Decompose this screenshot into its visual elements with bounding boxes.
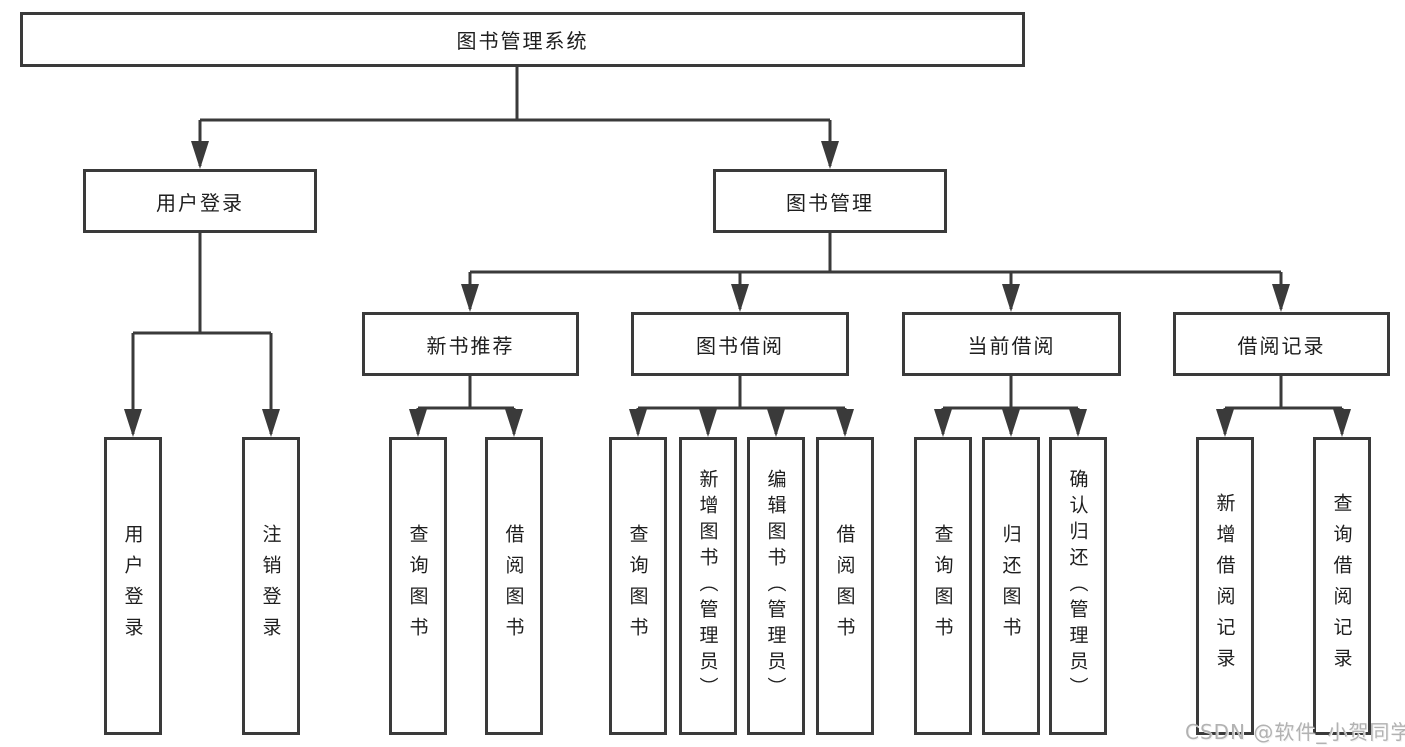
node-label: 查询图书 (626, 524, 649, 648)
node-new-book-recommendation: 新书推荐 (362, 312, 579, 376)
node-label: 查询图书 (406, 524, 429, 648)
leaf-edit-books-admin: 编辑图书（管理员） (747, 437, 805, 735)
node-label: 图书管理系统 (456, 29, 589, 53)
node-label: 注销登录 (259, 524, 282, 648)
leaf-query-books-current: 查询图书 (914, 437, 972, 735)
node-label: 新书推荐 (426, 333, 515, 358)
node-label: 查询借阅记录 (1330, 493, 1353, 679)
leaf-confirm-return-admin: 确认归还（管理员） (1049, 437, 1107, 735)
node-book-borrowing: 图书借阅 (631, 312, 849, 376)
node-label: 图书管理 (786, 190, 874, 215)
leaf-borrow-books: 借阅图书 (816, 437, 874, 735)
leaf-return-books: 归还图书 (982, 437, 1040, 735)
csdn-watermark: CSDN @软件_小贺同学 (1185, 720, 1405, 744)
node-label: 确认归还（管理员） (1066, 469, 1089, 703)
arrowhead-icons (124, 141, 1351, 437)
leaf-logout: 注销登录 (242, 437, 300, 735)
node-label: 借阅记录 (1237, 333, 1326, 358)
leaf-add-borrow-record: 新增借阅记录 (1196, 437, 1254, 735)
node-label: 用户登录 (156, 190, 244, 215)
node-label: 借阅图书 (502, 524, 525, 648)
node-label: 当前借阅 (967, 333, 1056, 358)
node-label: 新增图书（管理员） (696, 469, 719, 703)
node-label: 借阅图书 (833, 524, 856, 648)
leaf-borrow-books-recommend: 借阅图书 (485, 437, 543, 735)
node-label: 查询图书 (931, 524, 954, 648)
node-book-management-system: 图书管理系统 (20, 12, 1025, 67)
node-label: 编辑图书（管理员） (764, 469, 787, 703)
leaf-query-borrow-record: 查询借阅记录 (1313, 437, 1371, 735)
node-label: 用户登录 (121, 524, 144, 648)
node-book-management: 图书管理 (713, 169, 947, 233)
leaf-add-books-admin: 新增图书（管理员） (679, 437, 737, 735)
node-user-login: 用户登录 (83, 169, 317, 233)
node-borrowing-records: 借阅记录 (1173, 312, 1390, 376)
leaf-query-books-recommend: 查询图书 (389, 437, 447, 735)
node-label: 新增借阅记录 (1213, 493, 1236, 679)
node-current-borrowing: 当前借阅 (902, 312, 1121, 376)
node-label: 图书借阅 (696, 333, 784, 358)
leaf-user-login: 用户登录 (104, 437, 162, 735)
leaf-query-books-borrow: 查询图书 (609, 437, 667, 735)
node-label: 归还图书 (999, 524, 1022, 648)
